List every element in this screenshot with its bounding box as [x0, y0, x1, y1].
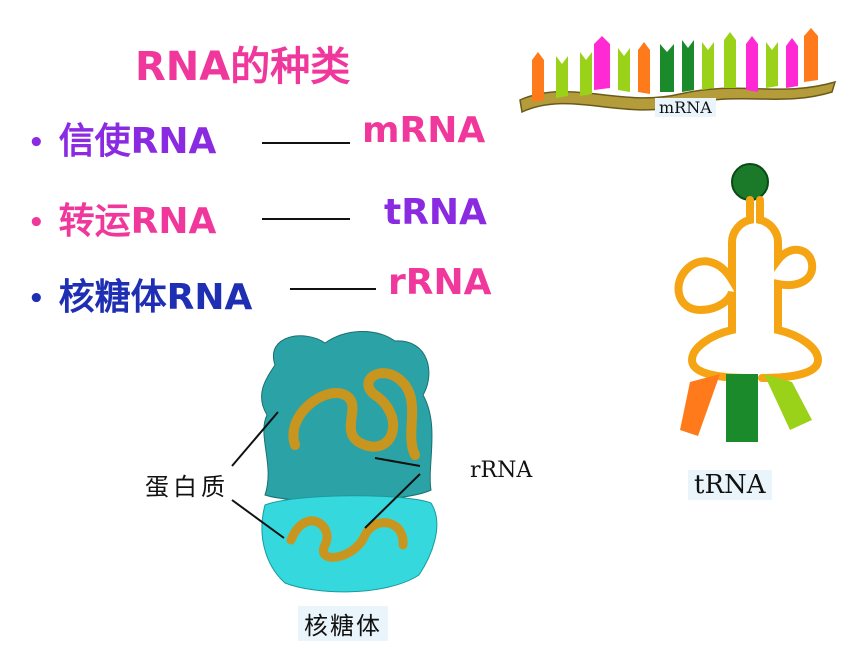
- trna-strand: [674, 196, 823, 382]
- connector-line: [262, 142, 350, 144]
- trna-head: [731, 163, 769, 201]
- mrna-caption: mRNA: [655, 98, 716, 117]
- trna-illustration: [674, 163, 823, 442]
- trna-base: [680, 374, 720, 436]
- bullet-row-trna: • 转运RNA: [28, 192, 216, 244]
- bullet-row-rrna: • 核糖体RNA: [28, 268, 252, 320]
- abbr-trna: tRNA: [384, 192, 487, 233]
- rrna-caption: rRNA: [470, 458, 533, 483]
- row-name: 信使RNA: [58, 121, 217, 162]
- rrna-strand-small: [286, 516, 408, 562]
- pointer-lines: [231, 411, 421, 539]
- ribosome-illustration: [261, 330, 438, 593]
- page-title: RNA的种类: [135, 44, 351, 90]
- bullet-mark: •: [28, 208, 45, 238]
- row-name: 核糖体RNA: [58, 277, 253, 318]
- abbr-mrna: mRNA: [362, 110, 486, 151]
- protein-caption: 蛋白质: [145, 473, 229, 501]
- mrna-illustration: [519, 28, 837, 114]
- bullet-row-mrna: • 信使RNA: [28, 112, 216, 164]
- row-name: 转运RNA: [58, 201, 217, 242]
- trna-caption: tRNA: [688, 470, 772, 500]
- bullet-mark: •: [28, 284, 45, 314]
- connector-line: [262, 218, 350, 220]
- ribosome-caption: 核糖体: [298, 606, 388, 641]
- rrna-strand-large: [288, 368, 420, 460]
- mrna-bases: [532, 28, 818, 102]
- trna-base: [726, 374, 758, 442]
- abbr-rrna: rRNA: [388, 262, 492, 303]
- bullet-mark: •: [28, 128, 45, 158]
- connector-line: [290, 288, 376, 290]
- trna-base: [764, 374, 812, 430]
